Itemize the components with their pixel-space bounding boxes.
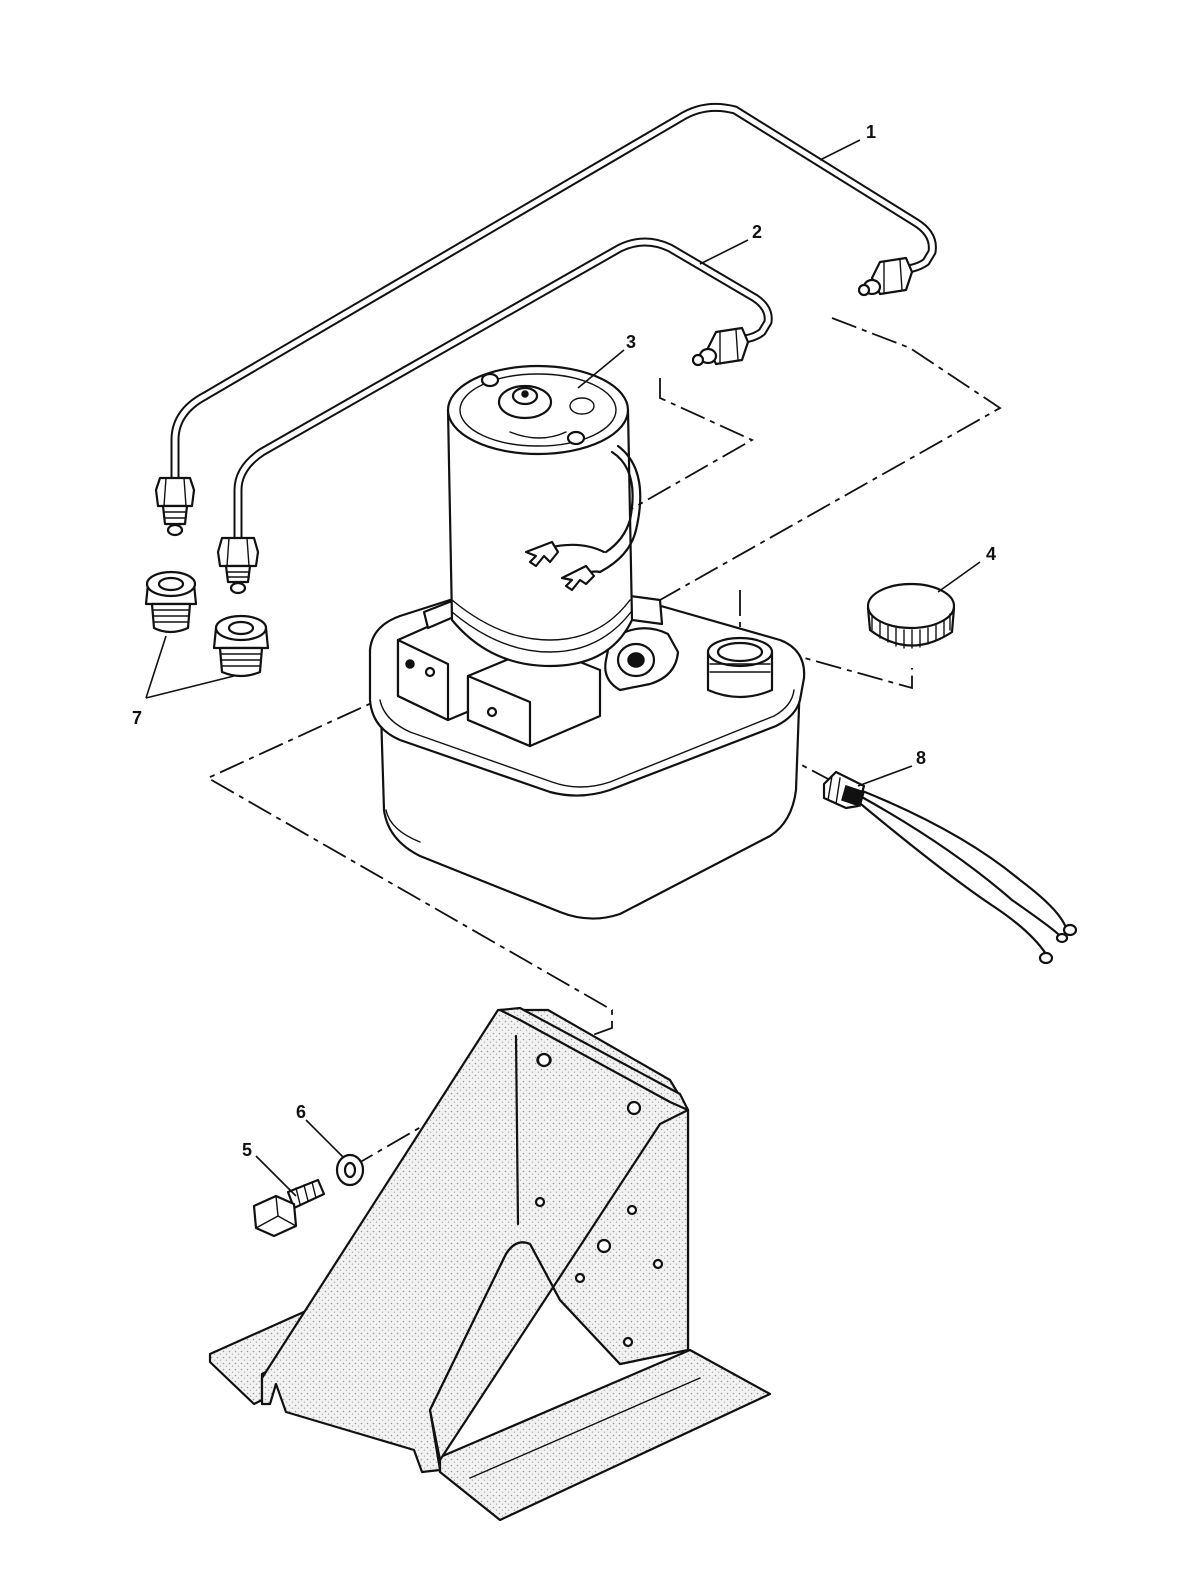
filler-cap	[866, 582, 956, 649]
leader-lines	[145, 139, 981, 1197]
callout-2: 2	[752, 222, 762, 242]
lock-washer	[335, 1153, 365, 1187]
adapter-fitting-right	[212, 614, 270, 678]
hex-bolt	[252, 1178, 326, 1238]
callout-labels: 1 2 3 4 5 6 7 8	[132, 122, 996, 1160]
callout-1: 1	[866, 122, 876, 142]
hydraulic-tube-2	[216, 237, 773, 595]
callout-7: 7	[132, 708, 142, 728]
mounting-bracket	[208, 1006, 772, 1522]
adapter-fitting-left	[144, 570, 198, 634]
reservoir-tank	[368, 592, 806, 920]
callout-4: 4	[986, 544, 996, 564]
callout-5: 5	[242, 1140, 252, 1160]
callout-6: 6	[296, 1102, 306, 1122]
callout-3: 3	[626, 332, 636, 352]
pump-motor	[446, 364, 642, 668]
callout-8: 8	[916, 748, 926, 768]
hydraulic-tube-1	[154, 102, 937, 537]
pressure-switch-sensor	[822, 770, 1078, 965]
